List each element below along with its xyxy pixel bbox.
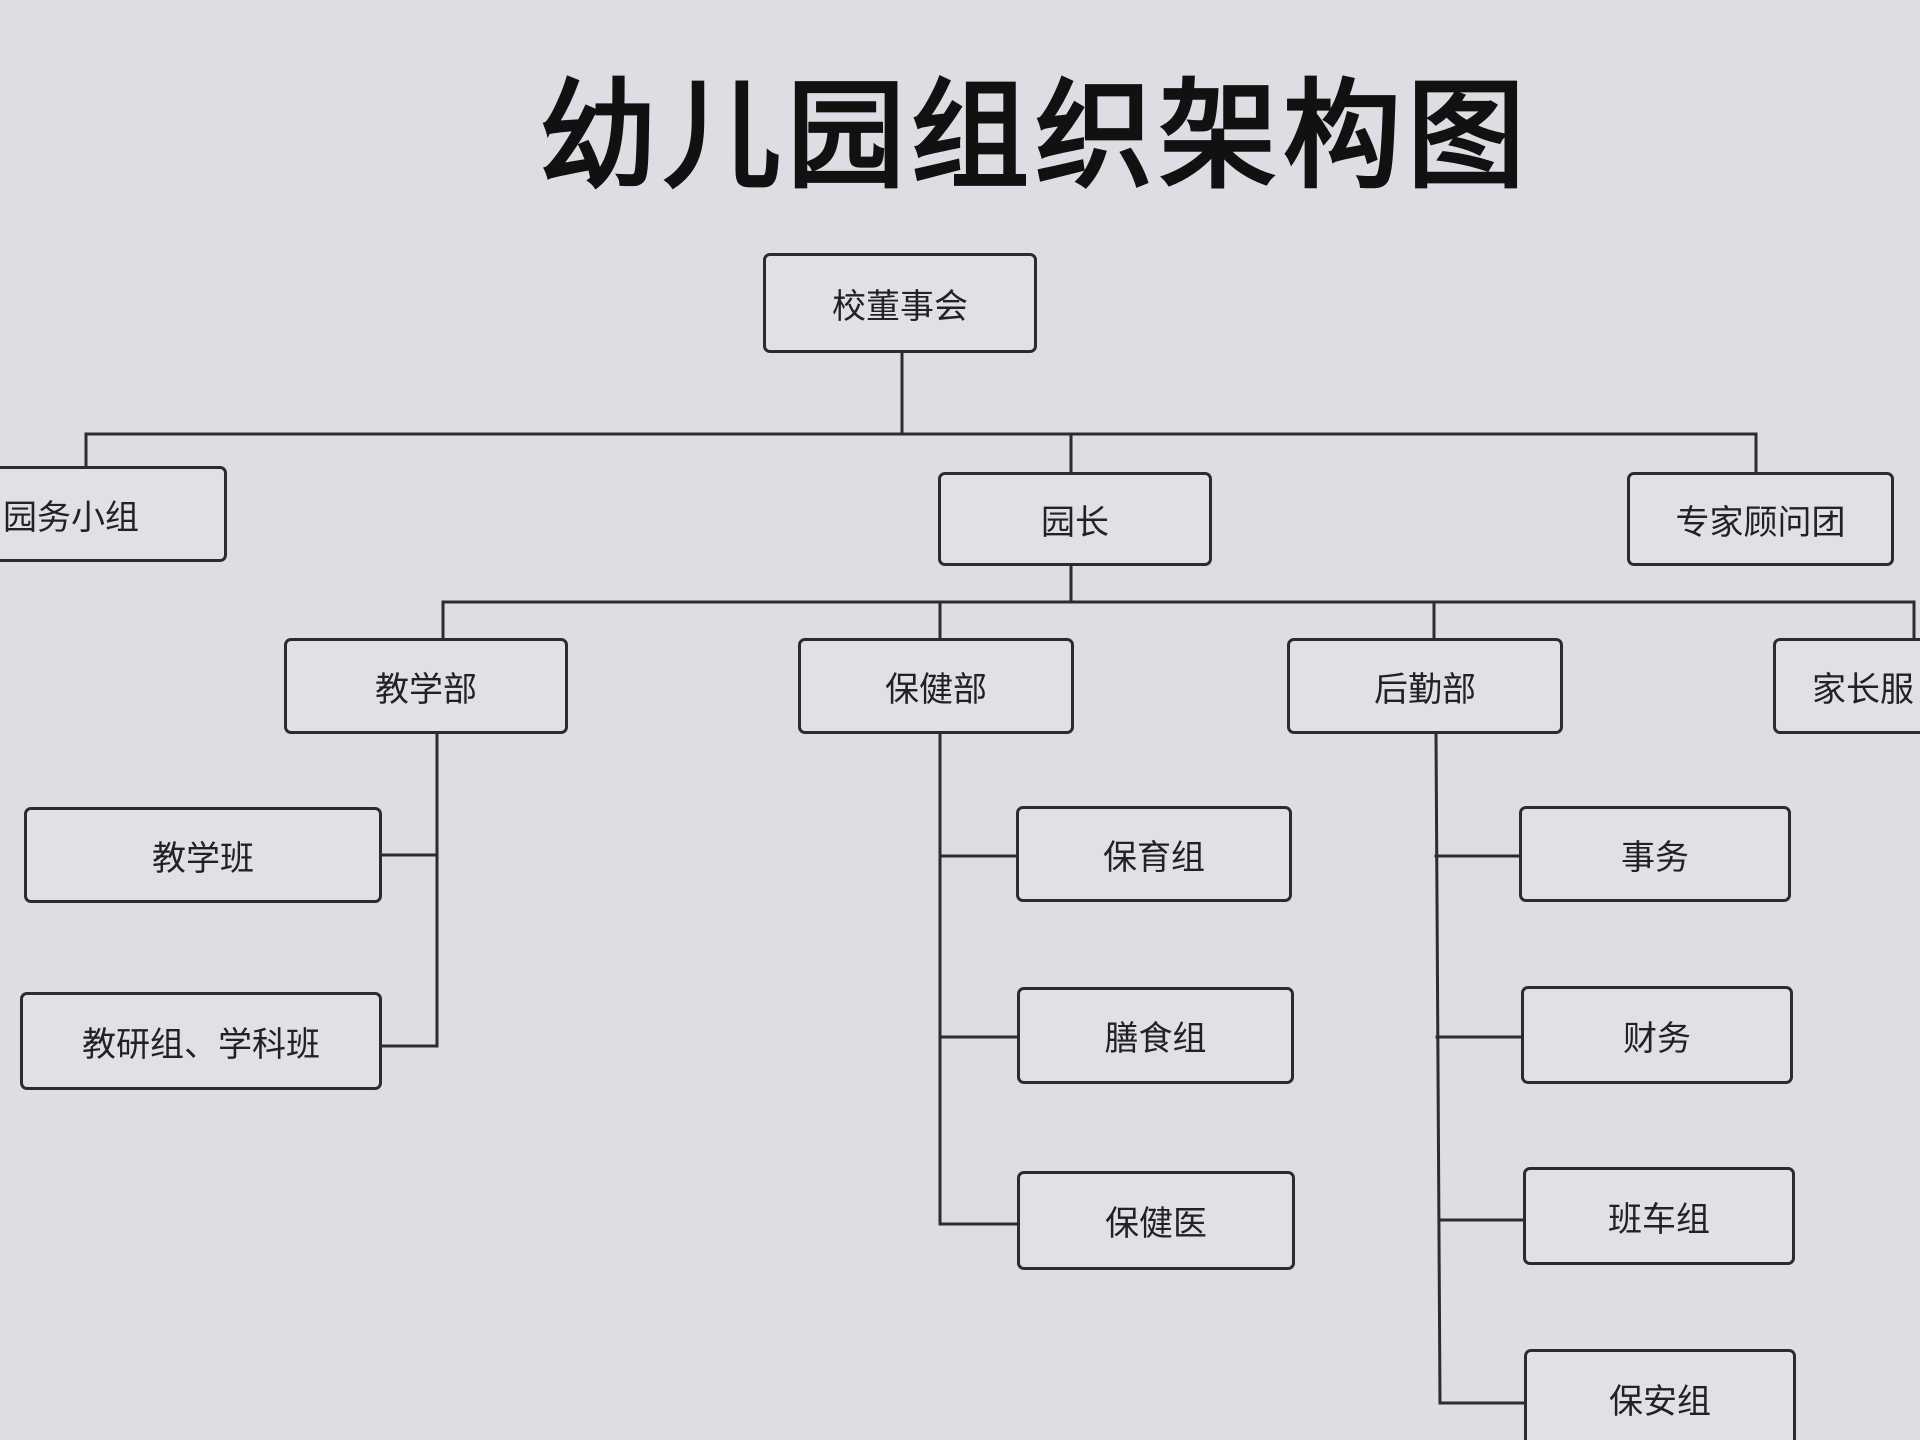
node-finance: 财务 xyxy=(1521,986,1793,1084)
node-logistics-dept: 后勤部 xyxy=(1287,638,1563,734)
node-meal-group: 膳食组 xyxy=(1017,987,1294,1084)
node-parents-dept: 家长服 xyxy=(1773,638,1920,734)
connector-logistics-spine xyxy=(1434,730,1442,1405)
node-health-dept: 保健部 xyxy=(798,638,1074,734)
chart-title: 幼儿园组织架构图 xyxy=(538,67,1531,205)
node-teaching-class: 教学班 xyxy=(24,807,382,903)
node-security-group: 保安组 xyxy=(1524,1349,1796,1440)
node-principal: 园长 xyxy=(938,472,1212,566)
node-health-doctor: 保健医 xyxy=(1017,1171,1295,1270)
node-shuttle-group: 班车组 xyxy=(1523,1167,1795,1265)
node-teaching-research: 教研组、学科班 xyxy=(20,992,382,1090)
node-expert-panel: 专家顾问团 xyxy=(1627,472,1894,566)
node-teaching-dept: 教学部 xyxy=(284,638,568,734)
node-childcare-group: 保育组 xyxy=(1016,806,1292,902)
node-garden-affairs-group: 园务小组 xyxy=(0,466,227,562)
node-board: 校董事会 xyxy=(763,253,1037,353)
node-affairs: 事务 xyxy=(1519,806,1791,902)
